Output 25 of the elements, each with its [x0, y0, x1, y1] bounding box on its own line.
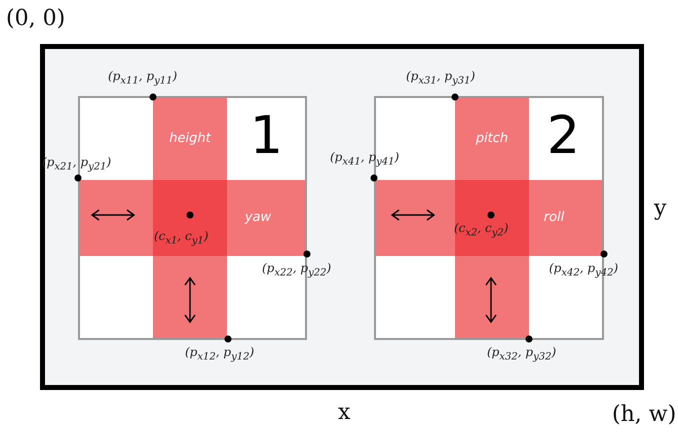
panel-number: 2	[546, 110, 580, 162]
coordinate-label: (p$_{x32}$, p$_{y32}$)	[487, 346, 556, 362]
horizontal-band	[376, 180, 602, 256]
coordinate-label: (0, 0)	[6, 8, 66, 30]
panel-number: 1	[250, 110, 283, 162]
horizontal-band	[80, 180, 305, 256]
grid-panel	[78, 96, 307, 340]
coordinate-label: (c$_{x1}$, c$_{y1}$)	[154, 230, 208, 246]
coordinate-label: (h, w)	[612, 404, 676, 426]
coordinate-label: (p$_{x12}$, p$_{y12}$)	[185, 346, 254, 362]
coordinate-label: (p$_{x42}$, p$_{y42}$)	[549, 262, 618, 278]
coordinate-label: (c$_{x2}$, c$_{y2}$)	[454, 222, 508, 238]
vertical-band	[153, 98, 227, 338]
band-label: yaw	[244, 211, 272, 224]
coordinate-label: (p$_{x22}$, p$_{y22}$)	[262, 262, 332, 278]
vertical-band	[455, 98, 529, 338]
band-label: roll	[544, 211, 564, 224]
coordinate-label: (p$_{x31}$, p$_{y31}$)	[406, 70, 476, 86]
axis-label: x	[338, 402, 350, 424]
band-label: pitch	[476, 132, 508, 145]
image-frame	[40, 44, 644, 390]
coordinate-label: (p$_{x11}$, p$_{y11}$)	[108, 70, 178, 86]
axis-label: y	[654, 198, 666, 220]
coordinate-label: (p$_{x41}$, p$_{y41}$)	[330, 151, 400, 168]
band-label: height	[169, 132, 211, 145]
